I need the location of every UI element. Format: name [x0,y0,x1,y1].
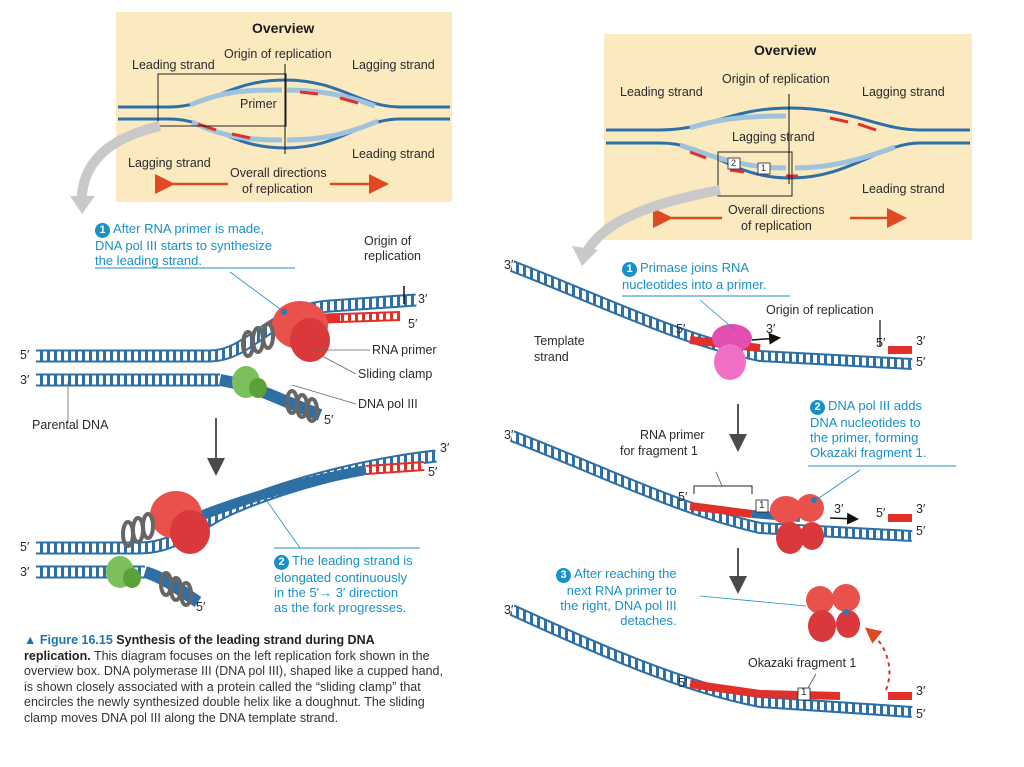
left-dna-pol-label: DNA pol III [358,397,418,411]
left-lagging-bottom-label: Lagging strand [128,156,211,170]
right-s1-3prime-r: 3′ [916,334,926,348]
right-strand-1 [509,260,913,380]
okazaki-fragment-label: Okazaki fragment 1 [748,656,857,670]
rna-primer-frag-1: RNA primer [640,428,705,442]
template-label-2: strand [534,350,569,364]
right-s2-3prime: 3′ [834,502,844,516]
right-s1-5prime: 5′ [676,322,686,336]
right-leading-bottom-label: Leading strand [862,182,945,196]
right-s1-3prime: 3′ [766,322,776,336]
left-fork2-3prime-top: 3′ [440,441,450,455]
right-s2-5prime-end: 5′ [916,524,926,538]
rna-primer-frag-2: for fragment 1 [620,444,698,458]
right-strand-2 [509,430,913,554]
left-top-5prime: 5′ [408,317,418,331]
left-fork2-5prime: 5′ [20,540,30,554]
right-s2-frag-box: 1 [759,500,765,511]
caption-title: Synthesis of the leading strand during D… [24,633,375,663]
template-label-1: Template [534,334,585,348]
left-leading-bottom-label: Leading strand [352,147,435,161]
right-step-3-badge: 3 [556,568,571,583]
zoom-arrow-right [580,185,721,258]
right-leading-top-label: Leading strand [620,85,703,99]
figure-number: ▲ Figure 16.15 [24,633,113,647]
right-box-1-label: 1 [761,163,767,173]
right-directions-2: of replication [741,219,812,233]
right-s3-3prime-left: 3′ [504,603,514,617]
left-rna-primer-label: RNA primer [372,343,437,357]
left-directions-1: Overall directions [230,166,327,180]
left-lagging-top-label: Lagging strand [352,58,435,72]
right-s3-frag-box: 1 [801,687,807,698]
right-s1-5prime-r: 5′ [876,336,886,350]
step-1-badge: 1 [95,223,110,238]
zoom-arrow-left [76,121,162,206]
left-directions-2: of replication [242,182,313,196]
caption-body: This diagram focuses on the left replica… [24,648,443,725]
right-origin-label: Origin of replication [722,72,830,86]
left-fork-top [36,286,417,423]
left-overview-title: Overview [252,20,315,36]
right-directions-1: Overall directions [728,203,825,217]
right-step-1-badge: 1 [622,262,637,277]
left-fork2-3prime: 3′ [20,565,30,579]
left-fork2-5prime-top: 5′ [428,465,438,479]
left-sliding-clamp-label: Sliding clamp [358,367,433,381]
right-s2-5prime-r: 5′ [876,506,886,520]
left-primer-label: Primer [240,97,277,111]
right-s3-3prime-r: 3′ [916,684,926,698]
right-s3-5prime: 5′ [678,676,688,690]
right-lagging-top-label: Lagging strand [862,85,945,99]
right-strand-3 [509,584,913,718]
left-fork1-5prime: 5′ [20,348,30,362]
left-top-3prime: 3′ [418,292,428,306]
right-s2-5prime: 5′ [678,490,688,504]
step-2-badge: 2 [274,555,289,570]
left-fork1-tail-5prime: 5′ [324,413,334,427]
left-leading-top-label: Leading strand [132,58,215,72]
right-s2-3prime-r: 3′ [916,502,926,516]
left-fork2-tail-5prime: 5′ [196,600,206,614]
left-fork-bottom [36,449,437,607]
right-lagging-mid-label: Lagging strand [732,130,815,144]
right-s3-5prime-end: 5′ [916,707,926,721]
left-origin-label: Origin of replication [224,47,332,61]
right-s2-3prime-left: 3′ [504,428,514,442]
left-fork1-3prime: 3′ [20,373,30,387]
left-origin-2: replication [364,249,421,263]
right-overview-title: Overview [754,42,817,58]
figure-caption: ▲ Figure 16.15 Synthesis of the leading … [24,633,444,726]
left-origin-1: Origin of [364,234,412,248]
right-s1-5prime-end: 5′ [916,355,926,369]
right-s1-3prime-left: 3′ [504,258,514,272]
right-box-2-label: 2 [731,158,737,168]
parental-dna-label: Parental DNA [32,418,109,432]
right-origin-label: Origin of replication [766,303,874,317]
left-overview-panel [116,12,452,202]
right-step-2-badge: 2 [810,400,825,415]
